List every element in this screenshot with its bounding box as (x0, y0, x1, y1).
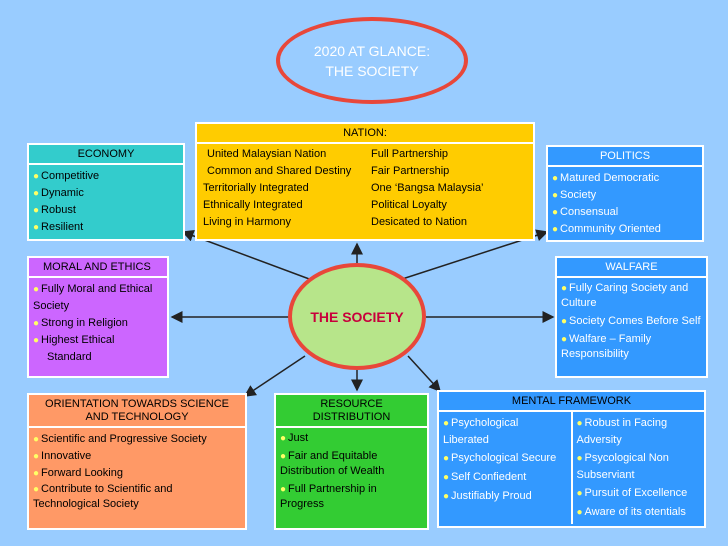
nation-header: NATION: (197, 124, 533, 144)
walfare-item: ●Society Comes Before Self (561, 315, 701, 327)
bullet-icon: ● (33, 484, 40, 495)
nation-item: One ‘Bangsa Malaysia’ (371, 182, 484, 194)
walfare-item: ●Walfare – Family Responsibility (561, 333, 652, 360)
bullet-icon: ● (576, 453, 583, 464)
mental-item: ●Psycological Non Subserviant (576, 452, 669, 481)
nation-right-column: Full Partnership Fair Partnership One ‘B… (365, 144, 533, 233)
politics-item: ●Matured Democratic (552, 172, 660, 184)
science-item: ●Contribute to Scientific and Technologi… (33, 483, 173, 510)
title-line-1: 2020 AT GLANCE: (313, 42, 431, 59)
mental-item: ●Pursuit of Excellence (576, 487, 688, 499)
moral-item: Standard (47, 351, 92, 363)
mental-item: ●Robust in Facing Adversity (576, 417, 668, 446)
bullet-icon: ● (33, 335, 40, 346)
economy-item: ●Robust (33, 204, 76, 216)
bullet-icon: ● (33, 468, 40, 479)
bullet-icon: ● (561, 316, 568, 327)
bullet-icon: ● (552, 190, 559, 201)
nation-item: Fair Partnership (371, 165, 450, 177)
bullet-icon: ● (33, 171, 40, 182)
bullet-icon: ● (280, 433, 287, 444)
bullet-icon: ● (576, 418, 583, 429)
nation-item: Political Loyalty (371, 199, 447, 211)
walfare-item: ●Fully Caring Society and Culture (561, 282, 689, 309)
center-label: THE SOCIETY (310, 308, 404, 325)
resource-item: ●Just (280, 432, 309, 444)
moral-ethics-box: MORAL AND ETHICS ●Fully Moral and Ethica… (27, 256, 169, 378)
title-line-2: THE SOCIETY (325, 62, 419, 79)
nation-item: Common and Shared Destiny (207, 165, 352, 177)
nation-item: Full Partnership (371, 148, 449, 160)
nation-item: Desicated to Nation (371, 216, 467, 228)
center-society-oval: THE SOCIETY (288, 263, 426, 370)
bullet-icon: ● (443, 491, 450, 502)
science-header: ORIENTATION TOWARDS SCIENCE AND TECHNOLO… (29, 395, 245, 428)
walfare-box: WALFARE ●Fully Caring Society and Cultur… (555, 256, 708, 378)
nation-item: Territorially Integrated (203, 182, 309, 194)
bullet-icon: ● (33, 188, 40, 199)
resource-distribution-box: RESOURCE DISTRIBUTION ●Just ●Fair and Eq… (274, 393, 429, 530)
economy-box: ECONOMY ●Competitive ●Dynamic ●Robust ●R… (27, 143, 185, 241)
bullet-icon: ● (443, 453, 450, 464)
moral-item: ●Strong in Religion (33, 317, 128, 329)
mental-item: ●Psychological Liberated (443, 417, 519, 446)
mental-item: ●Aware of its otentials (576, 506, 686, 518)
politics-item: ●Community Oriented (552, 223, 661, 235)
bullet-icon: ● (552, 224, 559, 235)
bullet-icon: ● (280, 484, 287, 495)
bullet-icon: ● (561, 283, 568, 294)
nation-left-column: United Malaysian Nation Common and Share… (197, 144, 365, 233)
resource-item: ●Fair and Equitable Distribution of Weal… (280, 450, 385, 477)
bullet-icon: ● (552, 207, 559, 218)
politics-box: POLITICS ●Matured Democratic ●Society ●C… (546, 145, 704, 242)
mental-framework-box: MENTAL FRAMEWORK ●Psychological Liberate… (437, 390, 706, 528)
walfare-header: WALFARE (557, 258, 706, 278)
mental-item: ●Self Confiedent (443, 471, 527, 483)
bullet-icon: ● (33, 205, 40, 216)
science-item: ●Scientific and Progressive Society (33, 433, 207, 445)
bullet-icon: ● (443, 472, 450, 483)
bullet-icon: ● (33, 284, 40, 295)
mental-left-column: ●Psychological Liberated ●Psychological … (439, 412, 571, 524)
economy-item: ●Dynamic (33, 187, 84, 199)
nation-item: Ethnically Integrated (203, 199, 303, 211)
economy-item: ●Competitive (33, 170, 100, 182)
arrow-to-mental (407, 355, 442, 393)
mental-header: MENTAL FRAMEWORK (439, 392, 704, 412)
moral-item: ●Fully Moral and Ethical Society (33, 283, 153, 312)
bullet-icon: ● (33, 451, 40, 462)
title-oval: 2020 AT GLANCE: THE SOCIETY (276, 17, 468, 104)
bullet-icon: ● (443, 418, 450, 429)
mental-item: ●Justifiably Proud (443, 490, 532, 502)
bullet-icon: ● (33, 318, 40, 329)
nation-box: NATION: United Malaysian Nation Common a… (195, 122, 535, 241)
bullet-icon: ● (33, 434, 40, 445)
arrow-to-science (243, 355, 306, 397)
politics-header: POLITICS (548, 147, 702, 167)
resource-item: ●Full Partnership in Progress (280, 483, 377, 510)
economy-header: ECONOMY (29, 145, 183, 165)
mental-item: ●Psychological Secure (443, 452, 557, 464)
nation-item: Living in Harmony (203, 216, 292, 228)
moral-header: MORAL AND ETHICS (29, 258, 167, 278)
bullet-icon: ● (576, 488, 583, 499)
politics-item: ●Consensual (552, 206, 619, 218)
nation-item: United Malaysian Nation (207, 148, 327, 160)
bullet-icon: ● (561, 334, 568, 345)
economy-item: ●Resilient (33, 221, 84, 233)
science-item: ●Forward Looking (33, 467, 123, 479)
bullet-icon: ● (33, 222, 40, 233)
science-item: ●Innovative (33, 450, 92, 462)
politics-item: ●Society (552, 189, 597, 201)
moral-item: ●Highest Ethical (33, 334, 115, 346)
bullet-icon: ● (576, 507, 583, 518)
resource-header: RESOURCE DISTRIBUTION (276, 395, 427, 428)
science-technology-box: ORIENTATION TOWARDS SCIENCE AND TECHNOLO… (27, 393, 247, 530)
bullet-icon: ● (280, 451, 287, 462)
mental-right-column: ●Robust in Facing Adversity ●Psycologica… (570, 412, 705, 524)
bullet-icon: ● (552, 173, 559, 184)
